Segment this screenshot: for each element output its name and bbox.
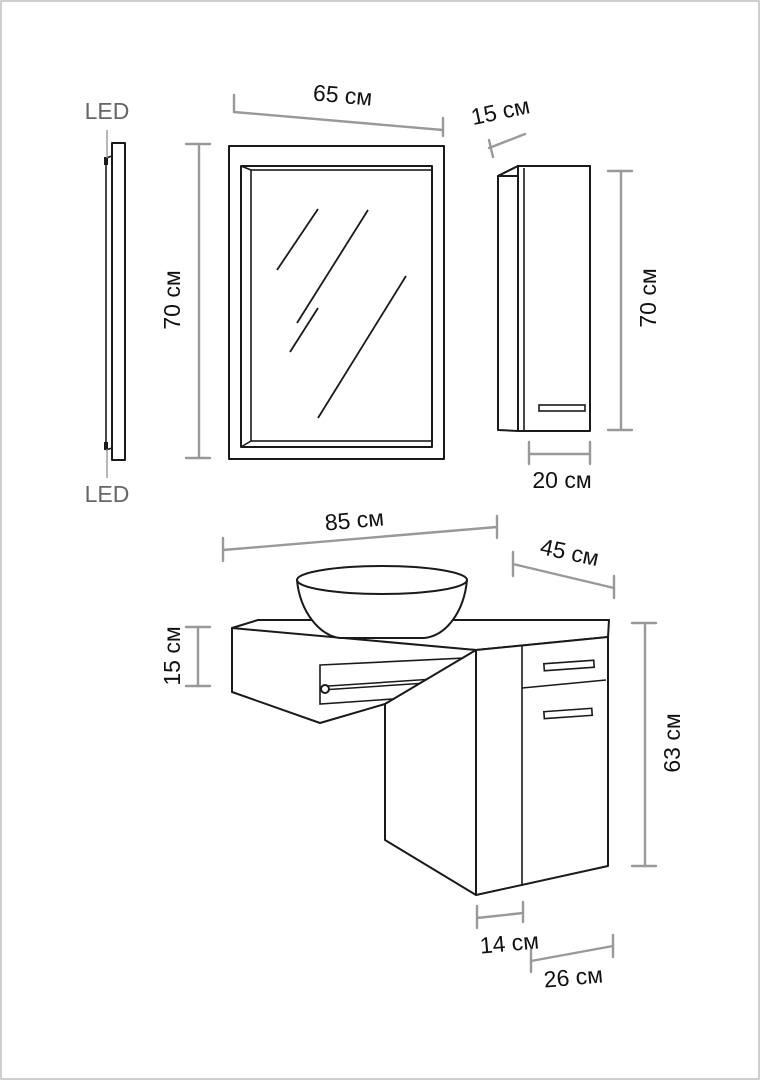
led-bottom-label: LED [85,481,130,507]
vessel-basin [296,579,468,639]
cabinet-depth-dim [487,132,527,150]
mirror-front [228,145,445,460]
led-top-label: LED [85,98,130,124]
pedestal-depth-label: 26 см [543,961,604,992]
countertop-height-label: 15 см [159,626,185,685]
mirror-side-view: LED LED [85,98,130,507]
mirror-width-label: 65 см [312,79,373,110]
door-handle [542,707,594,720]
pedestal-width-dim [475,911,525,920]
pedestal-depth-dim [529,944,615,963]
wall-cabinet [497,165,591,432]
vanity-depth-dim [511,562,616,590]
cabinet-width-label: 20 см [532,467,591,493]
vanity-unit [231,565,610,896]
vanity-width-dim [221,525,499,552]
vanity-width-label: 85 см [324,504,385,535]
mirror-width-dim [232,110,445,132]
drawer-handle [542,659,596,672]
cabinet-height-label: 70 см [635,268,661,327]
cabinet-handle [538,404,586,412]
pedestal-width-label: 14 см [479,927,540,958]
mirror-height-label: 70 см [159,270,185,329]
vanity-height-label: 63 см [659,713,685,772]
